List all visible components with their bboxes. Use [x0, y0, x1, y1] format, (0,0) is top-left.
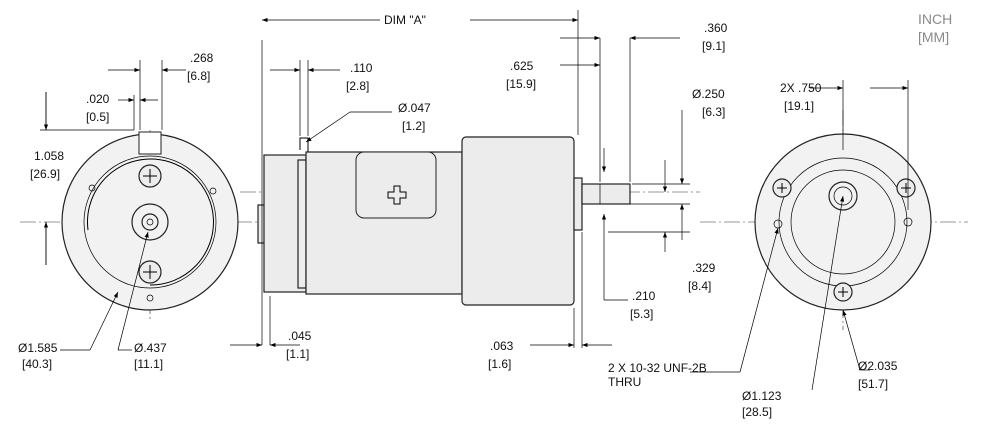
dim-750-in: 2X .750 — [780, 81, 822, 95]
right-view-dimensions — [690, 80, 909, 391]
thread-label-line2: THRU — [608, 375, 641, 389]
dim-625-mm: [15.9] — [506, 77, 536, 91]
dim-063-mm: [1.6] — [488, 357, 511, 371]
dim-a-label: DIM "A" — [384, 13, 426, 27]
dim-047-in: Ø.047 — [398, 101, 431, 115]
dim-2035-mm: [51.7] — [858, 377, 888, 391]
dim-360-in: .360 — [704, 21, 728, 35]
dim-1123-in: Ø1.123 — [742, 389, 782, 403]
dim-210-mm: [5.3] — [630, 307, 653, 321]
dim-2035-in: Ø2.035 — [858, 359, 898, 373]
dim-020-mm: [0.5] — [86, 110, 109, 124]
thread-label-line1: 2 X 10-32 UNF-2B — [608, 361, 707, 375]
dim-1058-mm: [26.9] — [30, 167, 60, 181]
dim-045-in: .045 — [288, 329, 312, 343]
dim-250-mm: [6.3] — [702, 105, 725, 119]
dim-047-mm: [1.2] — [402, 119, 425, 133]
dim-360-mm: [9.1] — [702, 39, 725, 53]
dim-1123-mm: [28.5] — [742, 405, 772, 419]
dim-1058-in: 1.058 — [34, 149, 64, 163]
dim-329-mm: [8.4] — [688, 279, 711, 293]
dim-437-in: Ø.437 — [134, 341, 167, 355]
dim-110-mm: [2.8] — [346, 79, 369, 93]
dim-020-in: .020 — [86, 92, 110, 106]
dim-268-in: .268 — [190, 51, 214, 65]
side-view — [240, 136, 700, 306]
dim-045-mm: [1.1] — [286, 347, 309, 361]
dim-750-mm: [19.1] — [784, 99, 814, 113]
dim-625-in: .625 — [510, 59, 534, 73]
dim-210-in: .210 — [632, 289, 656, 303]
right-end-view — [700, 110, 968, 330]
dim-329-in: .329 — [692, 261, 716, 275]
dim-110-in: .110 — [350, 61, 373, 75]
unit-mm: [MM] — [918, 29, 949, 45]
dim-063-in: .063 — [490, 339, 514, 353]
left-view-dimensions — [40, 60, 186, 351]
dim-1585-in: Ø1.585 — [18, 341, 58, 355]
dim-250-in: Ø.250 — [692, 87, 725, 101]
dim-437-mm: [11.1] — [134, 357, 163, 371]
unit-inch: INCH — [918, 11, 952, 27]
dim-1585-mm: [40.3] — [22, 357, 52, 371]
dim-268-mm: [6.8] — [187, 69, 210, 83]
side-view-dimensions — [230, 10, 690, 348]
left-end-view — [20, 130, 270, 320]
